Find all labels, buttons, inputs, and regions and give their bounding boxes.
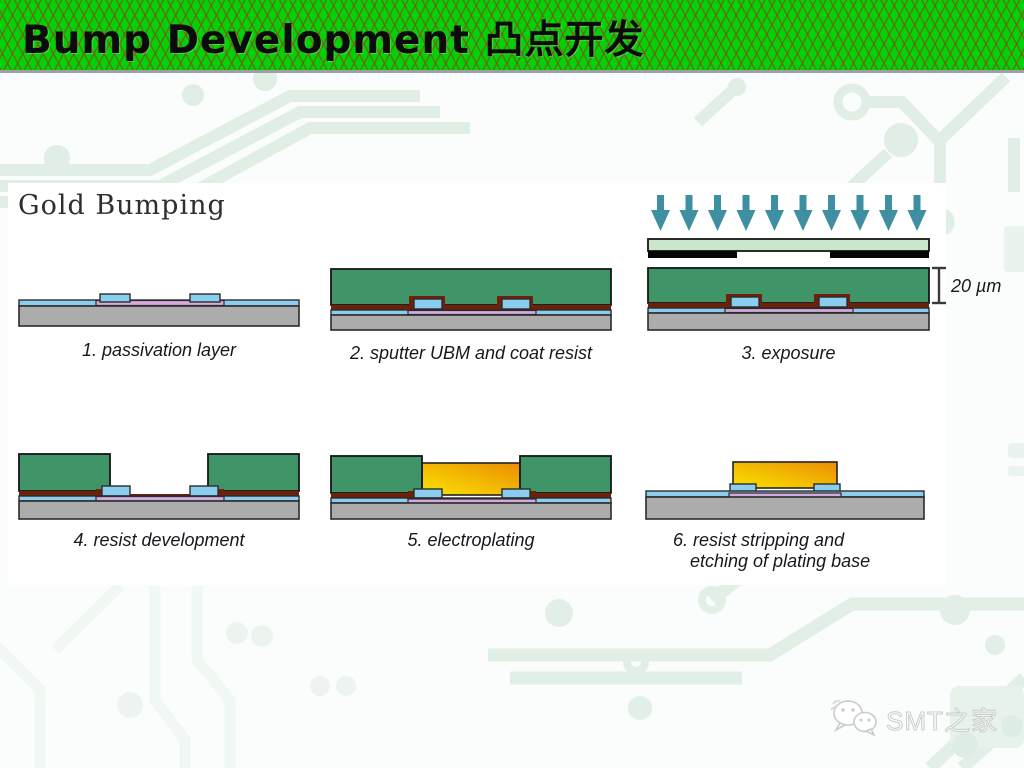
- resist-layer: [330, 268, 612, 306]
- ubm-layer: [19, 489, 299, 497]
- step-4-label: 4. resist development: [73, 530, 245, 550]
- bond-pad: [724, 307, 854, 314]
- slide-header-bar: Bump Development 凸点开发: [0, 0, 1024, 73]
- wechat-chat-bubbles-icon: [831, 700, 877, 737]
- photomask: [647, 238, 930, 258]
- resist-layer: [647, 267, 930, 304]
- substrate: [330, 502, 612, 520]
- step-1-label: 1. passivation layer: [81, 340, 237, 360]
- step-6-label: 6. resist stripping and etching of plati…: [645, 530, 925, 572]
- step-5-label: 5. electroplating: [407, 530, 535, 550]
- step-2-sputter-ubm: 2. sputter UBM and coat resist: [330, 268, 612, 364]
- step-2-graphic: [330, 268, 612, 331]
- substrate: [647, 312, 930, 331]
- passivation-tabs: [99, 293, 221, 303]
- step-4-graphic: [18, 453, 300, 520]
- substrate: [330, 314, 612, 331]
- substrate: [645, 496, 925, 520]
- resist-layer: [18, 453, 300, 492]
- thickness-bracket: [932, 266, 946, 305]
- step-6-graphic: [645, 461, 925, 520]
- passivation-tabs: [730, 296, 848, 308]
- step-2-label: 2. sputter UBM and coat resist: [349, 343, 593, 363]
- step-1-graphic: [18, 293, 300, 327]
- passivation-tabs: [413, 298, 531, 310]
- substrate: [18, 500, 300, 520]
- resist-layer: [330, 455, 612, 494]
- step-3-exposure: 20 µm 3. exposure: [647, 195, 1012, 364]
- step-6-label-line2: etching of plating base: [690, 551, 871, 571]
- ubm-layer: [331, 491, 611, 498]
- step-5-electroplating: 5. electroplating: [330, 455, 612, 551]
- step-6-resist-stripping: 6. resist stripping and etching of plati…: [645, 461, 925, 572]
- uv-light-arrows: [651, 195, 927, 231]
- watermark-label: SMT之家: [886, 705, 998, 736]
- slide-title: Bump Development 凸点开发: [22, 18, 645, 63]
- substrate: [18, 305, 300, 327]
- step-3-label: 3. exposure: [741, 343, 836, 363]
- step-5-graphic: [330, 455, 612, 520]
- step-6-label-line1: 6. resist stripping and: [673, 530, 845, 550]
- thickness-annotation: 20 µm: [950, 276, 1001, 296]
- figure-title: Gold Bumping: [18, 190, 226, 221]
- bond-pad: [407, 309, 537, 316]
- step-3-graphic: 20 µm: [647, 195, 1001, 331]
- step-4-resist-development: 4. resist development: [18, 453, 300, 551]
- watermark: SMT之家: [831, 698, 998, 740]
- step-1-passivation: 1. passivation layer: [18, 293, 300, 361]
